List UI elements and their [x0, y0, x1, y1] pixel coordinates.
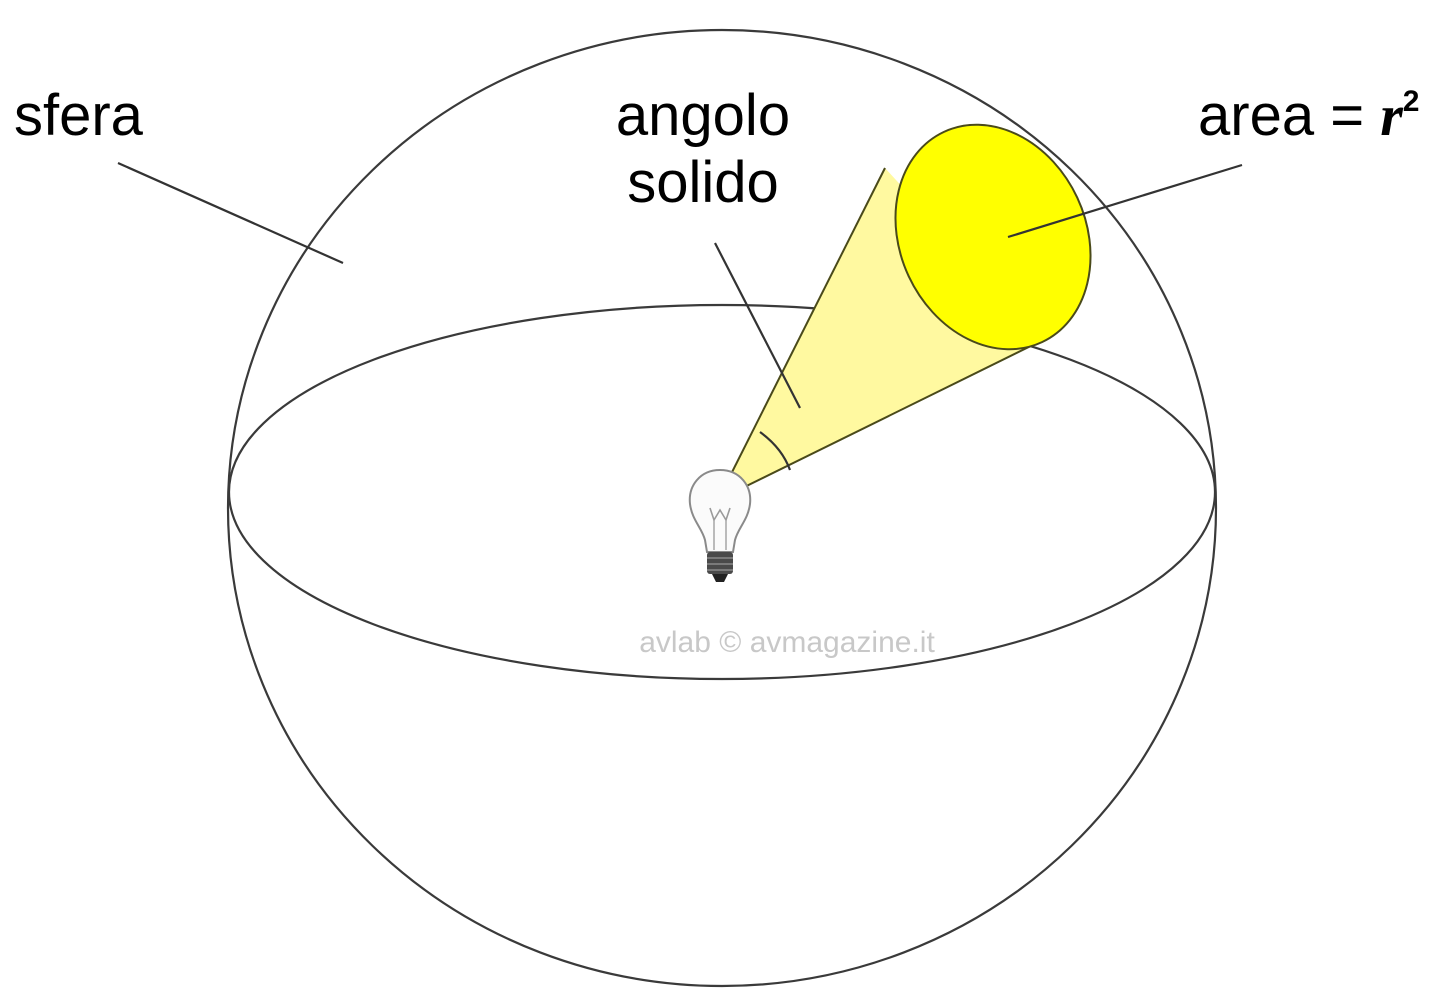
equator-back-arc [229, 305, 1215, 492]
area-label-r-symbol: r [1380, 83, 1403, 148]
watermark-text: avlab © avmagazine.it [639, 626, 935, 659]
solid-angle-leader-line [715, 243, 800, 408]
solid-angle-label-line1: angolo [616, 83, 790, 148]
solid-angle-label-line2: solido [627, 150, 779, 215]
area-label-exponent: 2 [1403, 85, 1420, 118]
sphere-leader-line [118, 163, 343, 263]
light-bulb-icon [690, 470, 750, 582]
area-label: area = r2 [1198, 83, 1419, 148]
sphere-label: sfera [14, 83, 144, 148]
area-label-prefix: area = [1198, 83, 1380, 148]
